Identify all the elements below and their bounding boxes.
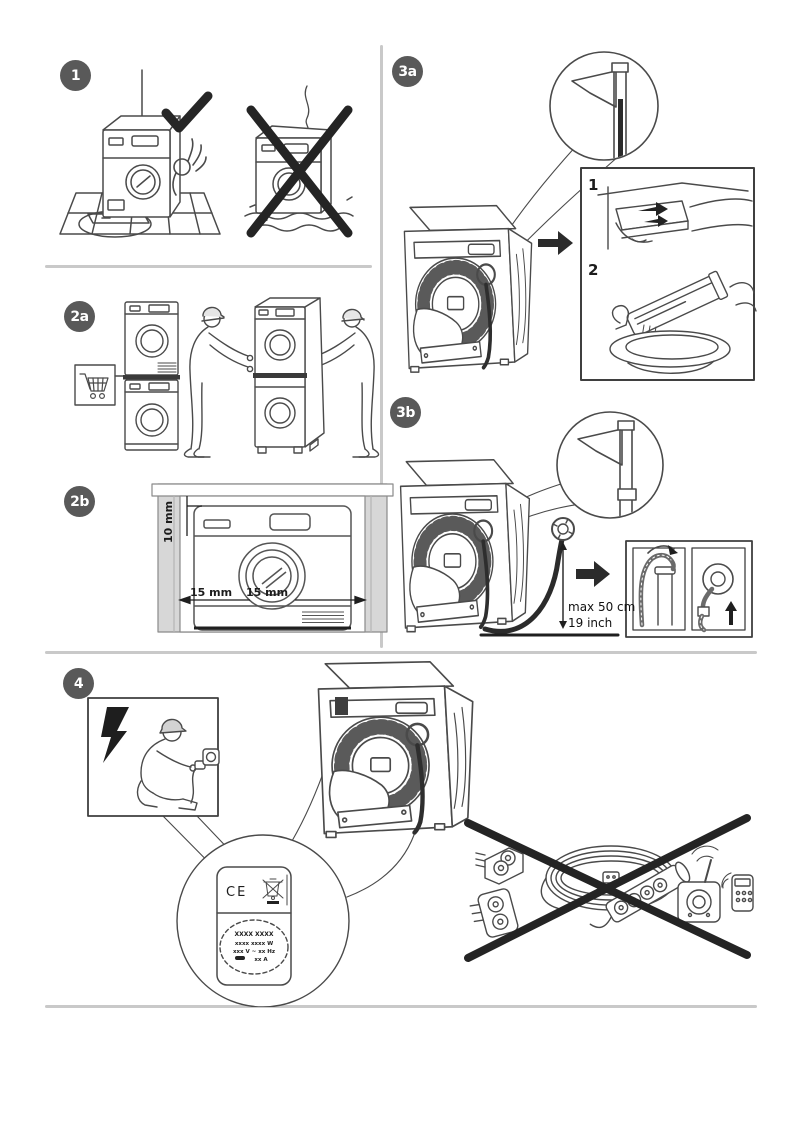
dryer-rear-view	[401, 460, 530, 632]
lightning-icon	[101, 707, 129, 763]
remote-control	[721, 872, 754, 912]
dryer-front	[193, 505, 352, 631]
step3b-illustration	[386, 411, 753, 653]
plate-power-line: xxxx xxxx W	[235, 941, 273, 947]
drain-options-inset	[625, 540, 753, 638]
crack-squiggle	[304, 85, 310, 133]
electrician-inset	[87, 697, 220, 817]
curved-arrow-icon	[647, 545, 675, 554]
divider-vertical	[380, 45, 383, 648]
plate-model-line: XXXX XXXX	[234, 931, 273, 938]
step1-illustration	[59, 69, 354, 238]
step-badge-3a: 3a	[392, 56, 423, 87]
check-icon	[161, 91, 213, 133]
cross-icon	[246, 105, 353, 238]
cart-icon	[79, 373, 109, 399]
plate-voltage-line: xxx V ~ xx Hz	[233, 949, 275, 955]
step4-illustration: CE XXXX XXXX xxxx xxxx W xxx V ~ xx Hz x…	[87, 655, 754, 1007]
pull-container-drawing	[597, 182, 753, 250]
stacked-pair-perspective	[253, 297, 325, 454]
substep2-label: 2	[588, 261, 598, 279]
remote-socket	[677, 845, 721, 923]
magnifier-circle	[556, 411, 664, 519]
stacking-kit-callout	[74, 364, 124, 406]
drain-hose	[482, 537, 565, 634]
max-height-label: max 50 cm	[568, 600, 636, 614]
empty-container-drawing	[609, 270, 757, 374]
step-badge-1: 1	[60, 60, 91, 91]
step-badge-3a-label: 3a	[398, 63, 417, 80]
divider-bottom	[45, 1005, 757, 1008]
ok-hand-icon	[172, 138, 207, 196]
power-strip	[589, 861, 691, 929]
max-height-alt-label: 19 inch	[568, 616, 613, 630]
forbidden-accessories	[464, 814, 754, 962]
step3a-illustration: 1 2	[386, 51, 757, 381]
arrow-right-icon	[576, 561, 610, 587]
plug-adapter-2	[469, 888, 519, 938]
hose-fitting	[551, 517, 575, 541]
stacked-pair-front	[123, 301, 180, 451]
plate-current-line: xx A	[254, 957, 268, 963]
step2b-illustration	[151, 483, 394, 633]
electrician-figure	[136, 718, 220, 811]
step-badge-2b: 2b	[64, 486, 95, 517]
arrow-right-icon	[538, 231, 573, 255]
installer-left	[183, 306, 254, 458]
no-adapters-cross-icon	[464, 814, 751, 962]
divider-mid	[45, 651, 757, 654]
magnifier-circle	[549, 51, 659, 161]
divider-under-step1	[45, 265, 372, 268]
countertop	[151, 483, 394, 497]
step-badge-2a: 2a	[64, 301, 95, 332]
water-container-inset: 1 2	[580, 167, 757, 381]
step-badge-1-label: 1	[70, 67, 81, 84]
step-badge-4: 4	[63, 668, 94, 699]
weee-bin-icon	[262, 878, 284, 904]
standpipe-drawing	[638, 545, 678, 628]
step-badge-3b: 3b	[390, 397, 421, 428]
height-dimension	[479, 542, 620, 637]
left-clearance-label: 15 mm	[190, 586, 233, 599]
dryer-rear-view	[404, 206, 531, 373]
wall-drain-drawing	[697, 563, 737, 633]
right-clearance-label: 15 mm	[246, 586, 289, 599]
step2a-illustration	[74, 297, 380, 458]
top-clearance-label: 10 mm	[162, 500, 175, 543]
rating-plate-callout: CE XXXX XXXX xxxx xxxx W xxx V ~ xx Hz x…	[176, 834, 350, 1007]
ce-mark: CE	[226, 885, 247, 900]
step-badge-3b-label: 3b	[396, 404, 415, 421]
stacking-kit-bar	[123, 375, 180, 380]
callout-leader	[346, 834, 415, 898]
antenna	[704, 859, 712, 883]
dryer-rear-view	[318, 662, 472, 838]
dryer-on-flat-floor	[102, 115, 181, 218]
step-badge-2b-label: 2b	[70, 493, 89, 510]
dimension-lines	[178, 496, 367, 605]
step-badge-2a-label: 2a	[70, 308, 89, 325]
rating-plate-location	[335, 697, 348, 715]
step-badge-4-label: 4	[73, 675, 84, 692]
plug-adapter-1	[475, 847, 524, 885]
arrow-up-icon	[725, 601, 737, 625]
substep1-label: 1	[588, 176, 598, 194]
